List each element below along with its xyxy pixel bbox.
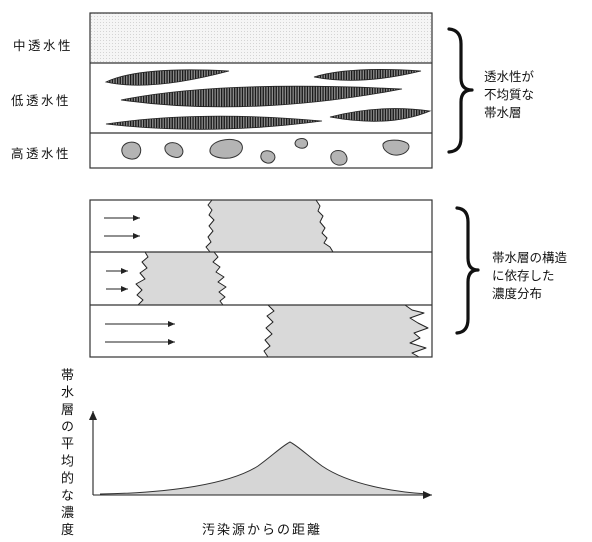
top-panel: 中透水性 低透水性 高透水性 透水性が 不均質な 帯水層 <box>11 12 535 169</box>
low-permeability-lens <box>120 85 403 108</box>
concentration-plume-band-2 <box>135 251 227 306</box>
x-axis-label: 汚染源からの距離 <box>202 523 322 538</box>
pebble <box>330 150 348 166</box>
pebble <box>260 150 276 164</box>
low-permeability-lens <box>104 69 230 86</box>
concentration-graph: 汚染源からの距離 <box>89 411 432 538</box>
concentration-plume-band-1 <box>205 199 334 253</box>
concentration-plume-band-3 <box>263 304 429 358</box>
pebble <box>382 139 410 156</box>
brace-label-line: 帯水層 <box>484 105 522 120</box>
low-permeability-lens <box>105 115 323 130</box>
concentration-curve-fill <box>100 442 428 495</box>
middle-panel: 帯水層の構造 に依存した 濃度分布 <box>89 199 568 358</box>
brace-label-line: 濃度分布 <box>492 286 542 301</box>
right-brace <box>455 206 480 335</box>
brace-label-line: に依存した <box>492 268 555 283</box>
y-axis-label: 帯水層の平均的な濃度 <box>58 368 73 540</box>
low-permeability-lens <box>329 108 432 122</box>
layer-label-low: 低透水性 <box>11 93 71 108</box>
medium-permeability-layer <box>90 13 432 63</box>
concentration-curve <box>99 441 429 495</box>
middle-panel-frame <box>89 199 433 358</box>
high-permeability-pebbles <box>121 138 410 166</box>
pebble <box>164 142 184 158</box>
pebble <box>294 138 308 149</box>
layer-label-high: 高透水性 <box>11 146 71 161</box>
low-permeability-lenses <box>104 69 432 130</box>
top-panel-frame <box>89 12 433 169</box>
brace-label-line: 不均質な <box>484 87 534 102</box>
layer-label-medium: 中透水性 <box>13 38 73 53</box>
brace-label-line: 透水性が <box>484 69 535 84</box>
right-brace <box>447 27 474 154</box>
pebble <box>121 141 142 160</box>
pebble <box>209 138 243 159</box>
brace-label-line: 帯水層の構造 <box>492 250 568 265</box>
low-permeability-lens <box>313 69 422 81</box>
